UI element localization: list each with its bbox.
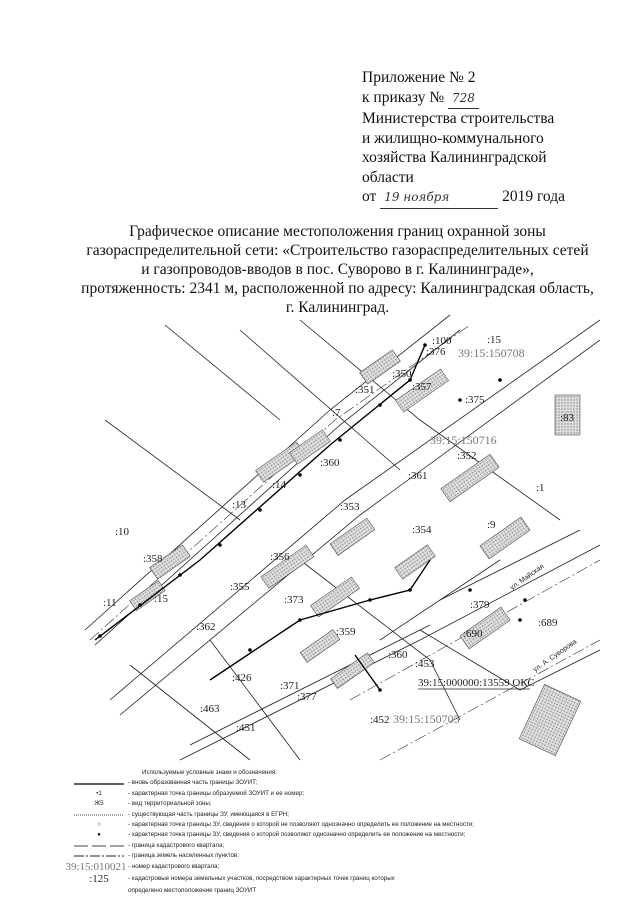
boundary-points <box>98 343 527 692</box>
title-line: Графическое описание местоположения гран… <box>129 223 546 240</box>
date-handwritten: 19 ноября <box>380 188 499 209</box>
legend-text: - существующая часть границы ЗУ, имеющая… <box>128 810 289 818</box>
legend-text: - кадастровые номера земельных участков,… <box>128 875 395 883</box>
parcel-number: :360 <box>388 649 408 661</box>
ministry-line: Министерства строительства <box>362 110 555 127</box>
ministry-line: и жилищно-коммунального <box>362 129 544 147</box>
parcel-number: :379 <box>470 599 490 611</box>
parcel-number: :357 <box>412 381 432 393</box>
map-legend: Используемые условные знаки и обозначени… <box>65 768 530 896</box>
parcel-number: :15 <box>487 334 502 346</box>
legend-symbol: :125 <box>89 873 109 886</box>
parcel-number: :350 <box>392 368 412 380</box>
parcel-number: :690 <box>463 628 483 640</box>
legend-item: 39:15:010021- номер кадастрового квартал… <box>65 862 530 874</box>
quarter-number: 39:15:150716 <box>430 433 497 447</box>
quarter-labels: 39:15:150708 39:15:150716 39:15:150705 <box>393 346 525 726</box>
title-line: газораспределительной сети: «Строительст… <box>86 242 589 259</box>
legend-item: •1 - характерная точка границы образуемой… <box>70 789 530 799</box>
parcel-number: :689 <box>538 617 558 629</box>
parcel-number: :351 <box>355 384 375 396</box>
gas-pipeline-zone <box>94 344 431 691</box>
document-title: Графическое описание местоположения гран… <box>60 222 615 317</box>
parcel-number: :14 <box>272 479 287 491</box>
legend-symbol: 39:15:010021 <box>65 861 127 874</box>
cadastral-map: 39:15:150708 39:15:150716 39:15:150705 3… <box>84 314 600 761</box>
legend-text: - характерная точка границы ЗУ, сведения… <box>128 831 466 839</box>
quarter-number: 39:15:150708 <box>458 346 525 360</box>
parcel-number: :452 <box>370 714 390 726</box>
parcel-number: :376 <box>426 346 446 358</box>
parcel-number: :15 <box>154 593 169 605</box>
parcel-number: :358 <box>143 553 163 565</box>
appendix-line: Приложение № 2 <box>362 69 476 86</box>
parcel-number: :362 <box>196 621 216 633</box>
parcel-number: :360 <box>320 457 340 469</box>
parcel-number: :1 <box>536 482 545 494</box>
legend-text: - характерная точка границы ЗУ, сведения… <box>128 820 474 828</box>
parcel-number: :7 <box>332 407 341 419</box>
legend-item: :125 - кадастровые номера земельных участ… <box>70 874 530 886</box>
parcel-number: :375 <box>465 394 485 406</box>
parcel-number: :463 <box>200 703 220 715</box>
parcel-number: :353 <box>340 501 360 513</box>
parcel-number: :426 <box>232 672 252 684</box>
legend-symbol: ○ <box>97 820 101 828</box>
legend-text: - вид территориальной зоны; <box>128 800 212 808</box>
legend-symbol: Ж5 <box>94 800 104 808</box>
parcel-number: :13 <box>232 499 247 511</box>
parcel-number: :371 <box>280 680 300 692</box>
street-label: ул. А. Суворова <box>532 638 578 673</box>
parcel-number: :377 <box>297 691 317 703</box>
legend-text: - характерная точка границы образуемой З… <box>128 789 305 797</box>
legend-symbol: ● <box>97 831 101 839</box>
title-line: и газопроводов-вводов в пос. Суворово в … <box>141 261 534 278</box>
legend-item: ○ - характерная точка границы ЗУ, сведени… <box>70 820 530 830</box>
parcel-number: :359 <box>336 626 356 638</box>
appendix-header: Приложение № 2 к приказу № 728 Министерс… <box>362 68 565 209</box>
date-line: от 19 ноября 2019 года <box>362 187 565 209</box>
parcel-number: :83 <box>560 412 575 424</box>
parcel-number: :361 <box>408 470 428 482</box>
parcel-number: :9 <box>487 519 496 531</box>
parcel-number: :11 <box>103 597 117 609</box>
parcel-number: :356 <box>270 551 290 563</box>
ministry-line: хозяйства Калининградской <box>362 149 547 166</box>
date-prefix: от <box>362 188 377 205</box>
ministry-line: области <box>362 168 414 186</box>
parcel-number: :451 <box>236 722 256 734</box>
legend-item: - граница земель населенных пунктов; <box>70 851 530 861</box>
legend-item: ● - характерная точка границы ЗУ, сведени… <box>70 830 530 840</box>
legend-item: Ж5 - вид территориальной зоны; <box>70 799 530 809</box>
legend-symbol: •1 <box>96 789 102 797</box>
quarter-number: 39:15:150705 <box>393 712 460 726</box>
legend-text: - граница кадастрового квартала; <box>128 841 225 849</box>
legend-heading: Используемые условные знаки и обозначени… <box>142 769 277 776</box>
legend-item: - вновь образованная часть границы ЗОУИТ… <box>70 778 530 788</box>
legend-item: - граница кадастрового квартала; <box>70 841 530 851</box>
parcel-number: :10 <box>115 526 130 538</box>
parcel-number: :352 <box>457 450 477 462</box>
legend-continuation: определено местоположение границ ЗОУИТ <box>128 886 257 894</box>
order-prefix: к приказу № <box>362 88 445 106</box>
legend-item: - существующая часть границы ЗУ, имеющая… <box>70 810 530 820</box>
order-number-handwritten: 728 <box>448 89 479 109</box>
parcel-number: :453 <box>415 658 435 670</box>
date-suffix: 2019 года <box>502 188 565 205</box>
legend-text: - номер кадастрового квартала; <box>128 863 220 871</box>
title-line: протяженность: 2341 м, расположенной по … <box>81 280 594 297</box>
legend-text: - граница земель населенных пунктов; <box>128 852 239 860</box>
parcel-number: :373 <box>284 594 304 606</box>
buildings <box>129 349 582 756</box>
parcel-number: :354 <box>412 524 432 536</box>
legend-text: - вновь образованная часть границы ЗОУИТ… <box>128 779 258 787</box>
order-line: к приказу № 728 <box>362 88 565 109</box>
title-line: г. Калининград. <box>285 299 390 316</box>
parcel-labels: :100 :376 :15 :350 :351 :357 :7 :375 :83… <box>103 334 575 734</box>
oks-label: 39:15:000000:13559 ОКС <box>418 677 535 689</box>
parcel-number: :100 <box>432 335 452 347</box>
parcel-number: :355 <box>230 581 250 593</box>
